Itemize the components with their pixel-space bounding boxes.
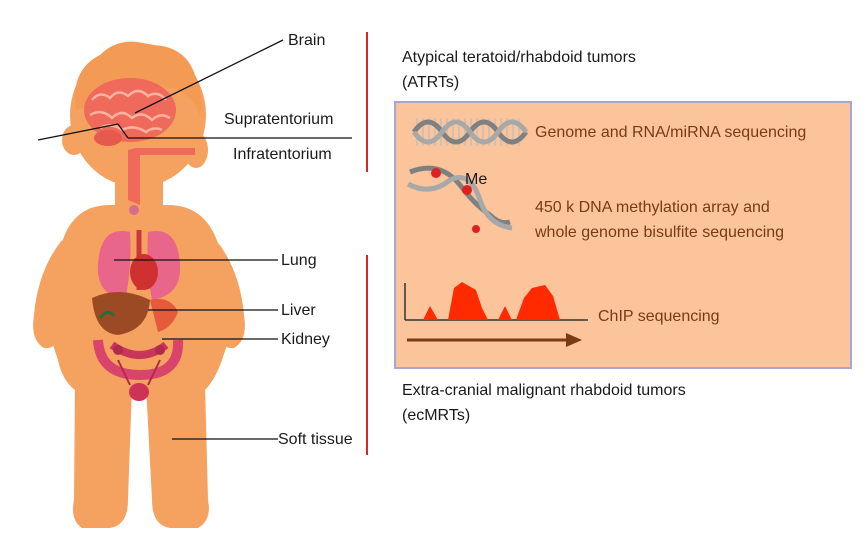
leader-lines [37,39,352,440]
ecmrt-abbrev: (ecMRTs) [402,407,470,424]
method-chip-seq: ChIP sequencing [598,308,720,325]
lung-organ [97,230,181,300]
method-methylation-line1: 450 k DNA methylation array and [535,199,770,216]
methylated-dna-icon [406,165,513,233]
stomach [150,298,178,332]
intestine-organ [93,339,184,401]
label-kidney: Kidney [281,331,330,348]
left-arm [33,240,72,349]
label-infratentorium: Infratentorium [233,146,332,163]
methyl-marker-label: Me [465,171,487,188]
direction-arrow-icon [407,333,582,347]
right-leg [146,385,209,528]
chip-peaks-icon [404,282,588,321]
left-leg [73,385,132,528]
cerebellum [94,130,122,146]
hair [75,41,202,115]
methyl-mark-icon [472,225,480,233]
bladder [129,383,149,401]
label-liver: Liver [281,302,316,319]
thyroid [129,205,139,215]
methyl-mark-icon [431,168,441,178]
face-shape [184,132,208,168]
liver-organ [92,291,178,335]
label-supratentorium: Supratentorium [224,111,333,128]
dna-helix-icon [411,118,529,146]
label-lung: Lung [281,252,317,269]
methyl-mark-icon [462,185,472,195]
atrt-title: Atypical teratoid/rhabdoid tumors [402,49,636,66]
supra-leader-mid [117,123,129,139]
kidney-right [155,345,165,355]
label-brain: Brain [288,32,325,49]
brain-leader [134,39,284,114]
method-methylation-line2: whole genome bisulfite sequencing [534,224,784,241]
right-arm [206,240,245,349]
label-soft-tissue: Soft tissue [278,431,353,448]
supra-leader-left [37,123,119,141]
child-figure [33,41,245,528]
ear-shape [62,125,86,155]
kidney-left [113,345,123,355]
methods-panel [394,101,852,369]
gallbladder [98,311,116,319]
method-genome-seq: Genome and RNA/miRNA sequencing [535,124,806,141]
atrt-abbrev: (ATRTs) [402,74,459,91]
heart [130,254,158,290]
airway [128,148,195,205]
ecmrt-title: Extra-cranial malignant rhabdoid tumors [402,382,686,399]
